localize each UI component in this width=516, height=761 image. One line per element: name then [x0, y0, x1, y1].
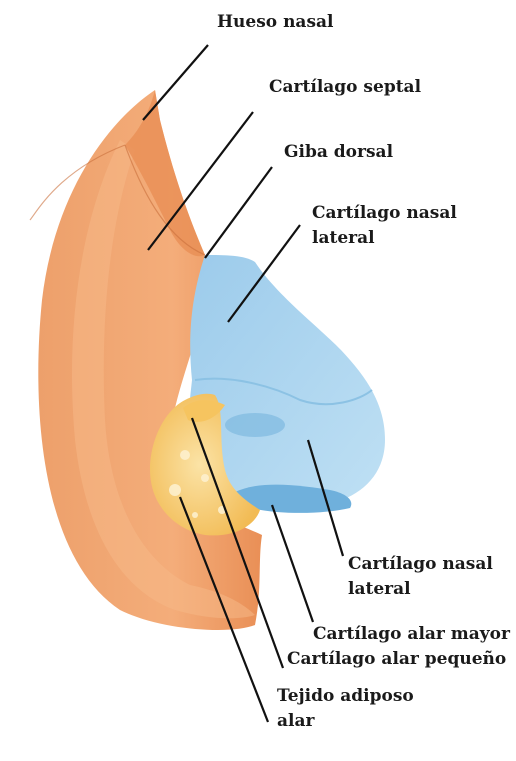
label-giba-dorsal: Giba dorsal [284, 140, 393, 165]
leader-hueso-nasal [143, 45, 208, 120]
label-hueso-nasal: Hueso nasal [217, 10, 334, 35]
label-cartilago-nasal-lateral-bottom: Cartílago nasal lateral [348, 552, 493, 602]
label-cartilago-nasal-lateral-top: Cartílago nasal lateral [312, 201, 457, 251]
label-cartilago-septal: Cartílago septal [269, 75, 421, 100]
leader-giba-dorsal [205, 167, 272, 258]
leader-cartilago-alar-mayor [272, 505, 313, 622]
label-tejido-adiposo-alar: Tejido adiposo alar [277, 684, 414, 734]
label-cartilago-alar-mayor: Cartílago alar mayor [313, 622, 510, 647]
label-cartilago-alar-pequeno: Cartílago alar pequeño [287, 647, 506, 672]
